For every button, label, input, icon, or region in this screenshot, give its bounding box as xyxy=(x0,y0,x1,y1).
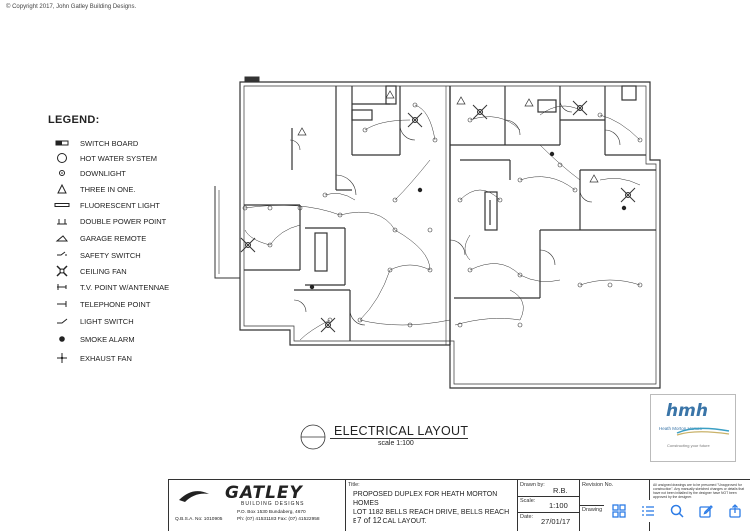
title-cell xyxy=(345,480,518,531)
share-button[interactable] xyxy=(726,502,744,520)
list-icon xyxy=(641,506,654,516)
hot-water-icon xyxy=(52,152,72,164)
grid-icon xyxy=(611,504,626,518)
gatley-logo-icon xyxy=(179,491,209,502)
scale-value: 1:100 xyxy=(549,501,568,510)
page-indicator: 7 of 12 xyxy=(356,516,383,525)
project-title: PROPOSED DUPLEX FOR HEATH MORTON HOMES L… xyxy=(353,491,510,525)
legend-item: HOT WATER SYSTEM xyxy=(52,152,157,164)
drawing-title-marker xyxy=(300,424,326,450)
annotate-icon xyxy=(699,505,714,518)
company-qbsa: Q.B.S.A. No: 1010905 xyxy=(175,517,223,522)
legend-item: FLUORESCENT LIGHT xyxy=(52,199,160,211)
telephone-point-icon xyxy=(52,298,72,310)
date-value: 27/01/17 xyxy=(541,517,571,526)
company-address: P.O. Box 1530 Bundaberg, 4670 xyxy=(237,510,306,515)
drawing-number-label: Drawing N xyxy=(582,507,608,513)
light-switch-icon xyxy=(52,315,72,327)
switch-board xyxy=(244,76,260,82)
legend-item: LIGHT SWITCH xyxy=(52,315,134,327)
fluorescent-light-icon xyxy=(52,199,72,211)
tv-point-icon xyxy=(52,281,72,293)
legend-item: T.V. POINT W/ANTENNAE xyxy=(52,281,169,293)
legend-item: THREE IN ONE. xyxy=(52,183,135,195)
legend-item: DOUBLE POWER POINT xyxy=(52,215,166,227)
approval-note: All unsigned drawings are to be presumed… xyxy=(653,483,745,499)
legend-item-label: SMOKE ALARM xyxy=(80,334,135,344)
client-logo-tagline: Constructing your future xyxy=(667,443,710,448)
legend-item: TELEPHONE POINT xyxy=(52,298,150,310)
three-in-one-icon xyxy=(52,183,72,195)
search-button[interactable] xyxy=(668,502,686,520)
search-icon xyxy=(670,504,684,518)
title-underline xyxy=(330,438,468,439)
drawing-scale: scale 1:100 xyxy=(378,440,414,447)
revision-label: Revision No. xyxy=(582,482,614,488)
legend-item-label: GARAGE REMOTE xyxy=(80,233,147,243)
smoke-alarm-icon xyxy=(52,333,72,345)
exhaust-fan-icon xyxy=(52,352,72,364)
legend-item: SAFETY SWITCH xyxy=(52,249,141,261)
downlight-icon xyxy=(52,167,72,179)
legend-item-label: HOT WATER SYSTEM xyxy=(80,153,157,163)
legend-item: EXHAUST FAN xyxy=(52,352,132,364)
drawing-title: ELECTRICAL LAYOUT xyxy=(334,424,469,438)
legend-item-label: FLUORESCENT LIGHT xyxy=(80,200,160,210)
client-logo-mark: hmh xyxy=(666,401,708,421)
legend-item-label: DOWNLIGHT xyxy=(80,168,126,178)
legend-item-label: DOUBLE POWER POINT xyxy=(80,216,167,226)
legend-item-label: SAFETY SWITCH xyxy=(80,250,141,260)
company-phone: Ph: (07) 41531183 Fax: (07) 41522958 xyxy=(237,517,320,522)
legend-item: SMOKE ALARM xyxy=(52,333,135,345)
legend-item-label: TELEPHONE POINT xyxy=(80,299,151,309)
legend-title: LEGEND: xyxy=(48,114,100,126)
legend-item: DOWNLIGHT xyxy=(52,167,126,179)
share-icon xyxy=(729,504,741,518)
company-cell xyxy=(169,480,346,531)
client-logo-name: Heath Morton Homes xyxy=(659,426,702,431)
drawn-by-value: R.B. xyxy=(553,486,568,495)
client-logo: hmh Heath Morton Homes Constructing your… xyxy=(650,394,736,462)
ceiling-fans xyxy=(240,100,636,333)
client-logo-wave xyxy=(676,427,730,436)
date-label: Date: xyxy=(520,514,534,520)
copyright-notice: © Copyright 2017, John Gatley Building D… xyxy=(6,4,137,10)
downlights xyxy=(242,102,643,328)
legend-item-label: T.V. POINT W/ANTENNAE xyxy=(80,282,170,292)
company-name: GATLEY xyxy=(225,483,303,503)
legend-item-label: EXHAUST FAN xyxy=(80,353,132,363)
double-power-point-icon xyxy=(52,215,72,227)
switch-board-icon xyxy=(52,137,72,149)
scale-label: Scale: xyxy=(520,498,536,504)
company-subtitle: BUILDING DESIGNS xyxy=(241,501,305,507)
door-swings xyxy=(289,99,621,326)
viewer-toolbar xyxy=(604,500,750,522)
wiring-runs xyxy=(244,104,641,341)
legend-item-label: THREE IN ONE. xyxy=(80,184,136,194)
garage-remote-icon xyxy=(52,232,72,244)
legend-item: SWITCH BOARD xyxy=(52,137,138,149)
safety-switch-icon xyxy=(52,249,72,261)
ceiling-fan-icon xyxy=(52,265,72,277)
title-label: Title: xyxy=(348,482,360,488)
three-in-one-fixtures xyxy=(297,90,599,183)
grid-view-button[interactable] xyxy=(610,502,628,520)
fluorescent-lights xyxy=(291,128,491,225)
legend-item-label: SWITCH BOARD xyxy=(80,138,139,148)
smoke-alarms xyxy=(309,151,627,290)
drawn-by-label: Drawn by: xyxy=(520,482,545,488)
legend-item-label: LIGHT SWITCH xyxy=(80,316,134,326)
legend-item: GARAGE REMOTE xyxy=(52,232,146,244)
legend-item: CEILING FAN xyxy=(52,265,127,277)
annotate-button[interactable] xyxy=(697,502,715,520)
outline-button[interactable] xyxy=(639,502,657,520)
legend-item-label: CEILING FAN xyxy=(80,266,127,276)
walls xyxy=(214,81,661,389)
